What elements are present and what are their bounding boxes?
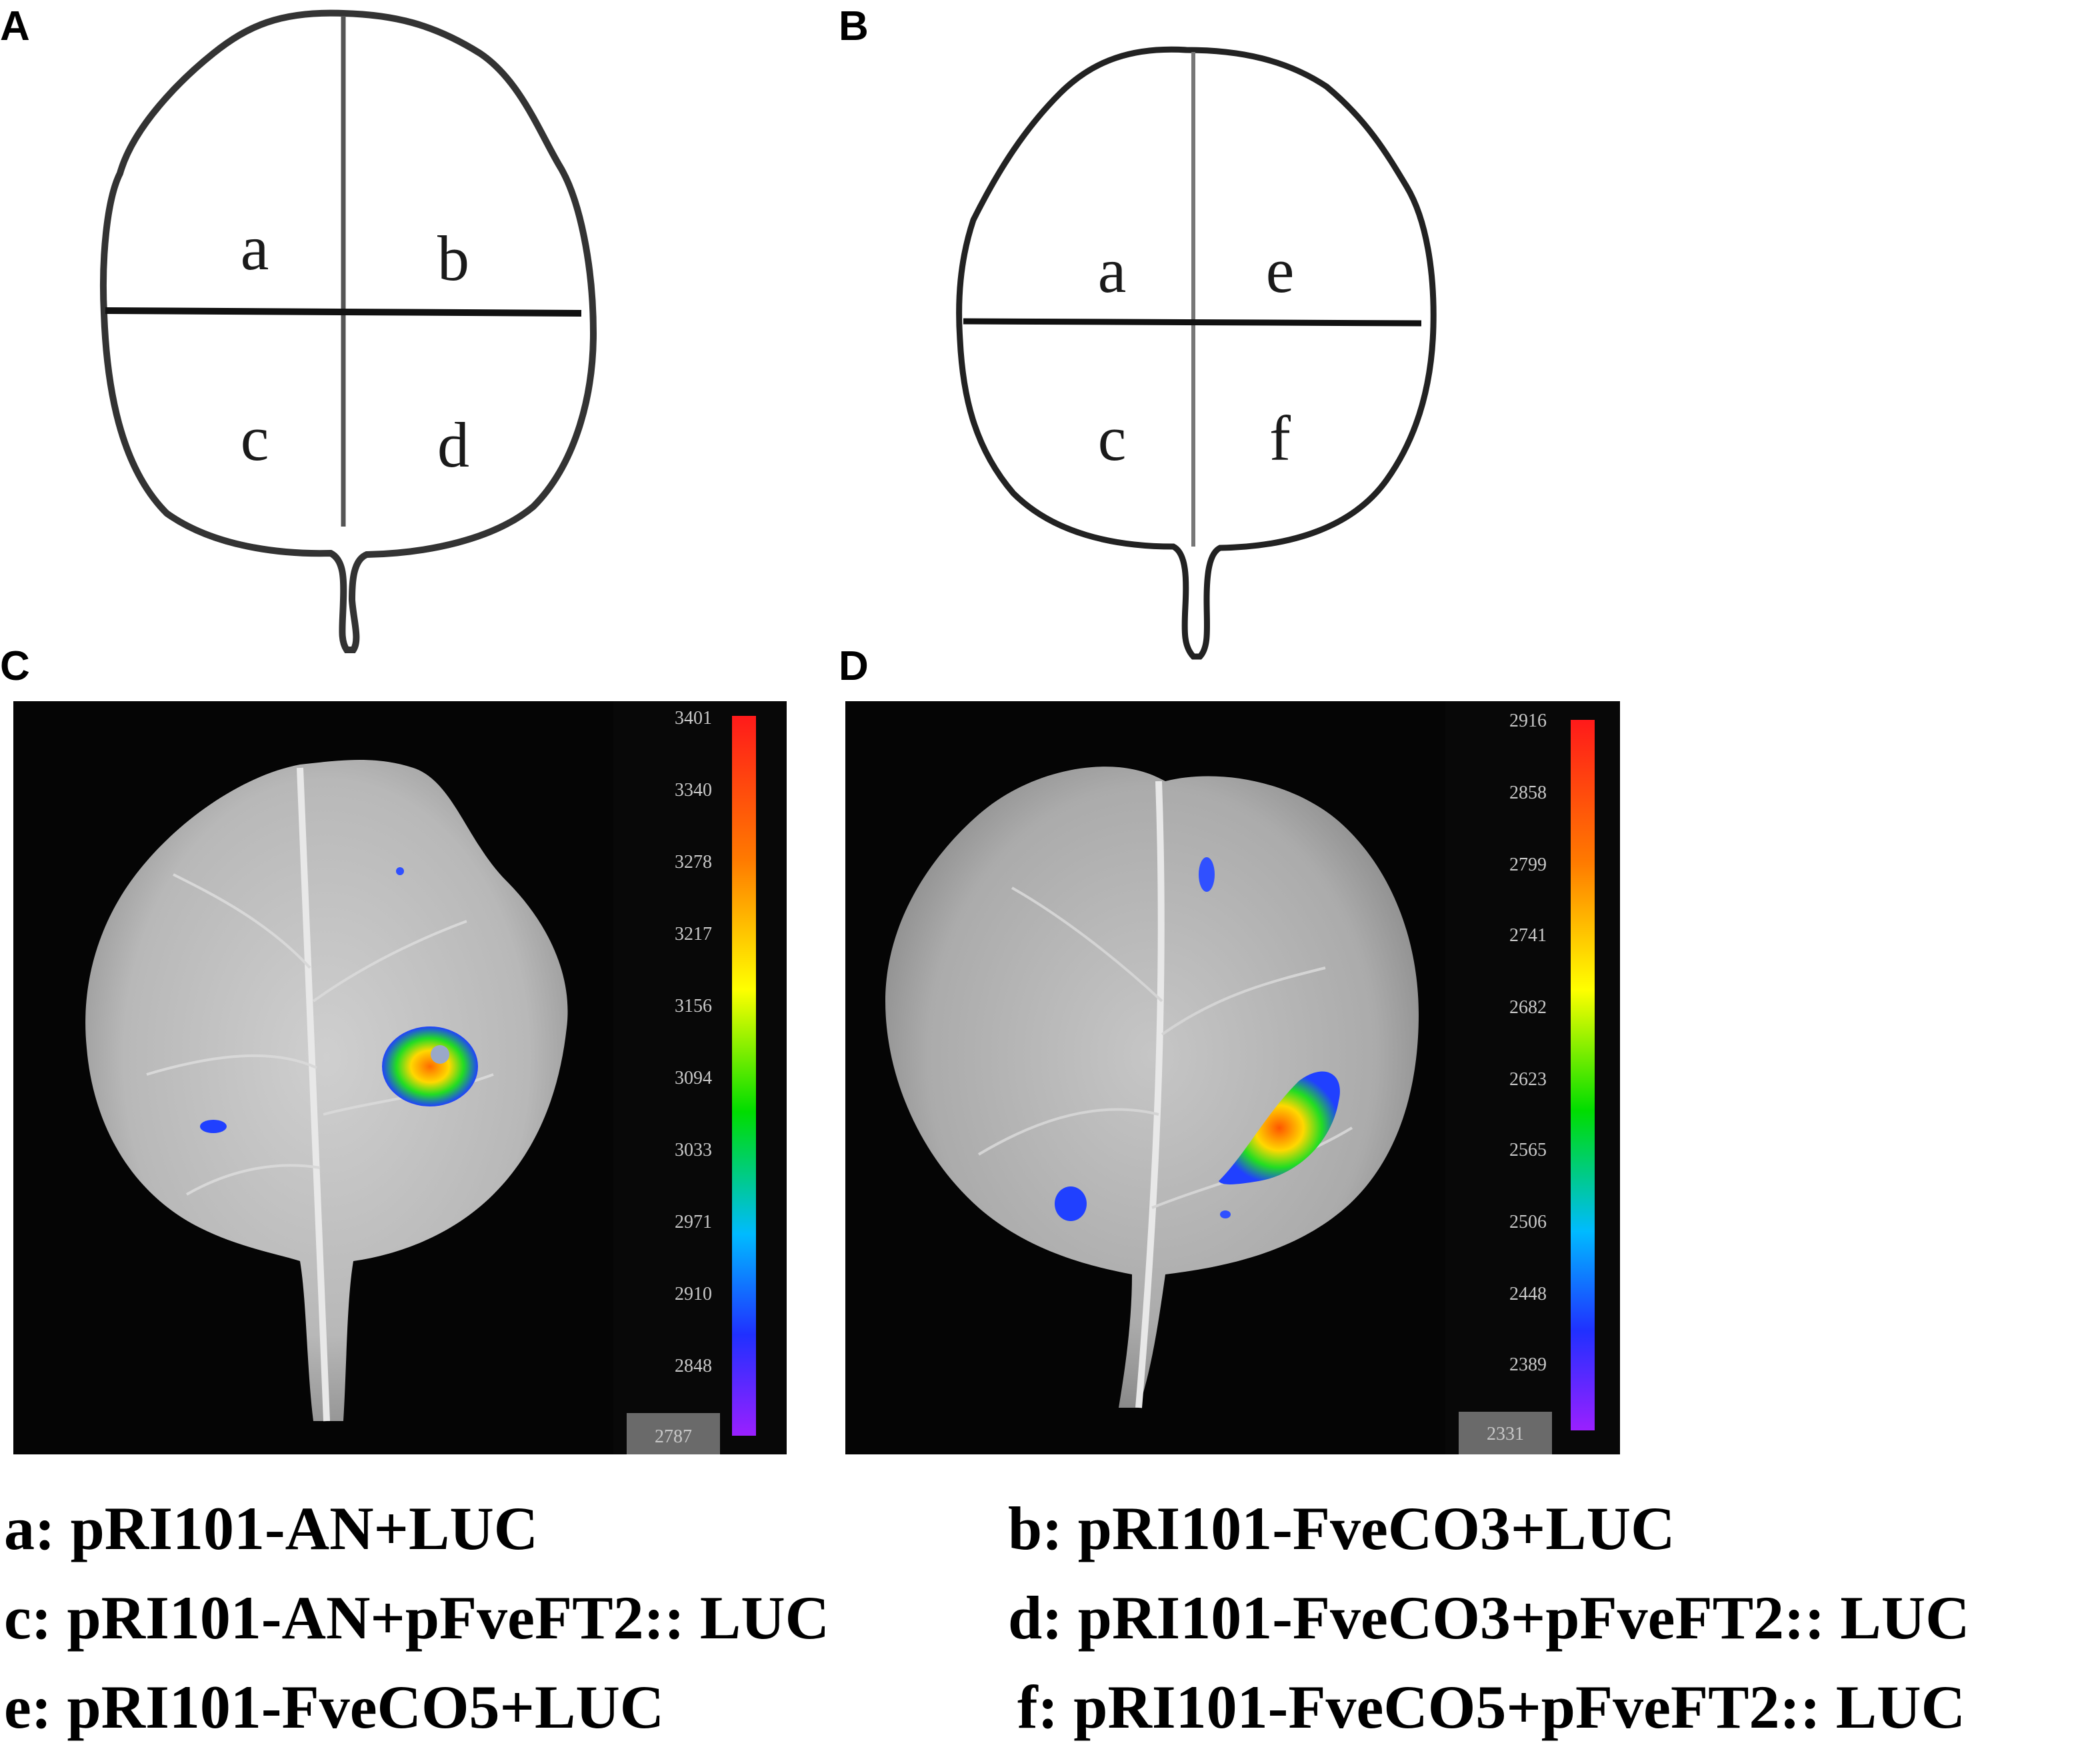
panel-label-a: A: [0, 3, 30, 49]
leaf-outline-a: [100, 9, 597, 653]
scale-panel: [613, 701, 787, 1454]
luminescence-signal: [396, 867, 404, 875]
scale-tick-label: 2331: [1487, 1424, 1524, 1444]
panel-label-c: C: [0, 643, 30, 689]
leaf-horizontal-divider-a: [105, 307, 582, 317]
legend-e: e: pRI101-FveCO5+LUC: [4, 1673, 665, 1741]
scale-tick-label: 2910: [675, 1284, 712, 1304]
region-label: c: [1098, 403, 1127, 474]
legend-c: c: pRI101-AN+pFveFT2:: LUC: [4, 1584, 830, 1652]
scale-tick-label: 2971: [675, 1212, 712, 1232]
scale-bottom-box: [1459, 1412, 1552, 1454]
scale-tick-label: 2848: [675, 1356, 712, 1376]
scale-tick-label: 3217: [675, 924, 712, 944]
scale-tick-label: 2916: [1509, 711, 1547, 731]
scale-tick-label: 2799: [1509, 855, 1547, 875]
scale-tick-label: 2448: [1509, 1284, 1547, 1304]
region-label: a: [241, 212, 269, 283]
scale-ticks-c: 3401 3340 3278 3217 3156 3094 3033 2971 …: [655, 708, 712, 1447]
leaf-vein: [1161, 966, 1326, 1036]
scale-tick-label: 2741: [1509, 925, 1547, 946]
scale-tick-label: 3340: [675, 780, 712, 801]
scale-tick-label: 3278: [675, 852, 712, 873]
luminescence-image-d: 2916 2858 2799 2741 2682 2623 2565 2506 …: [845, 701, 1620, 1454]
leaf-vein: [977, 1108, 1159, 1156]
leaf-midrib-d: [1135, 781, 1165, 1408]
leaf-vein: [186, 1164, 321, 1196]
leaf-horizontal-divider-b: [963, 318, 1422, 327]
panel-label-d: D: [839, 643, 869, 689]
region-label: b: [437, 223, 469, 294]
scale-tick-label: 2506: [1509, 1212, 1547, 1232]
luminescence-signal: [1199, 857, 1215, 892]
region-label: d: [437, 409, 469, 481]
legend-d: d: pRI101-FveCO3+pFveFT2:: LUC: [1008, 1584, 1970, 1652]
leaf-vein: [146, 1054, 317, 1076]
luminescence-signal: [431, 1045, 449, 1064]
legend-a: a: pRI101-AN+LUC: [4, 1494, 539, 1562]
leaf-outline-b: [956, 46, 1437, 660]
scale-tick-label: 2787: [655, 1426, 692, 1447]
scale-tick-label: 3094: [675, 1068, 712, 1088]
luminescence-signal: [200, 1120, 227, 1133]
scale-tick-label: 2623: [1509, 1069, 1547, 1090]
scale-tick-label: 3033: [675, 1140, 712, 1160]
scale-tick-label: 3156: [675, 996, 712, 1016]
leaf-vein: [1011, 886, 1163, 1002]
luminescence-signal: [382, 1026, 478, 1106]
leaf-photo-c: [85, 760, 568, 1421]
luminescence-signal: [1219, 1071, 1340, 1184]
region-label: c: [241, 403, 269, 474]
region-label: e: [1266, 235, 1295, 306]
scale-colorbar: [732, 716, 756, 1436]
leaf-midrib-c: [297, 767, 330, 1422]
region-label: a: [1098, 235, 1127, 306]
scale-tick-label: 2682: [1509, 997, 1547, 1018]
scale-bottom-box: [627, 1413, 720, 1454]
luminescence-image-c: 3401 3340 3278 3217 3156 3094 3033 2971 …: [13, 701, 787, 1454]
luminescence-signal: [1055, 1186, 1087, 1221]
leaf-diagram-b: a e c f: [956, 46, 1437, 660]
scale-tick-label: 2858: [1509, 783, 1547, 803]
scale-ticks-d: 2916 2858 2799 2741 2682 2623 2565 2506 …: [1487, 711, 1547, 1444]
scale-tick-label: 2565: [1509, 1140, 1547, 1160]
scale-colorbar: [1571, 720, 1595, 1430]
panel-label-b: B: [839, 3, 869, 49]
leaf-vein: [312, 920, 467, 1002]
region-label: f: [1269, 403, 1291, 474]
legend-b: b: pRI101-FveCO3+LUC: [1008, 1494, 1675, 1562]
scale-tick-label: 3401: [675, 708, 712, 729]
luminescence-signal: [1220, 1210, 1231, 1218]
leaf-diagram-a: a b c d: [100, 9, 597, 653]
leaf-vein: [173, 873, 311, 969]
scale-tick-label: 2389: [1509, 1354, 1547, 1375]
leaf-photo-d: [885, 767, 1419, 1408]
legend-f: f: pRI101-FveCO5+pFveFT2:: LUC: [1017, 1673, 1966, 1741]
